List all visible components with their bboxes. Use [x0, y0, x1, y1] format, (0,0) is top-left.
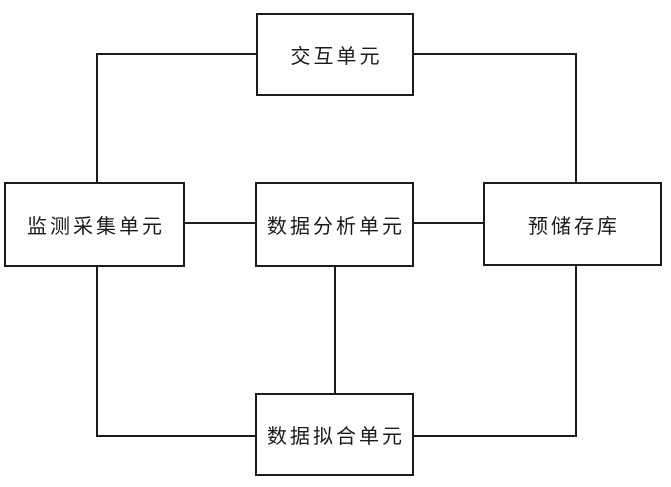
node-data-fitting-unit: 数据拟合单元: [255, 393, 414, 476]
node-pre-storage-repository: 预储存库: [483, 182, 662, 266]
node-label-interaction-unit: 交互单元: [290, 46, 383, 68]
edge-monitoring-to-fitting: [96, 267, 255, 437]
edge-interaction-to-storage: [414, 53, 577, 182]
node-data-analysis-unit: 数据分析单元: [255, 182, 414, 267]
edge-interaction-to-monitoring: [96, 53, 256, 182]
node-label-data-fitting-unit: 数据拟合单元: [267, 426, 405, 448]
node-label-monitoring-acquisition-unit: 监测采集单元: [27, 216, 165, 238]
node-label-data-analysis-unit: 数据分析单元: [267, 216, 405, 238]
node-monitoring-acquisition-unit: 监测采集单元: [4, 182, 185, 267]
node-label-pre-storage-repository: 预储存库: [528, 215, 620, 238]
edge-storage-to-fitting: [414, 266, 577, 437]
node-interaction-unit: 交互单元: [256, 13, 414, 96]
